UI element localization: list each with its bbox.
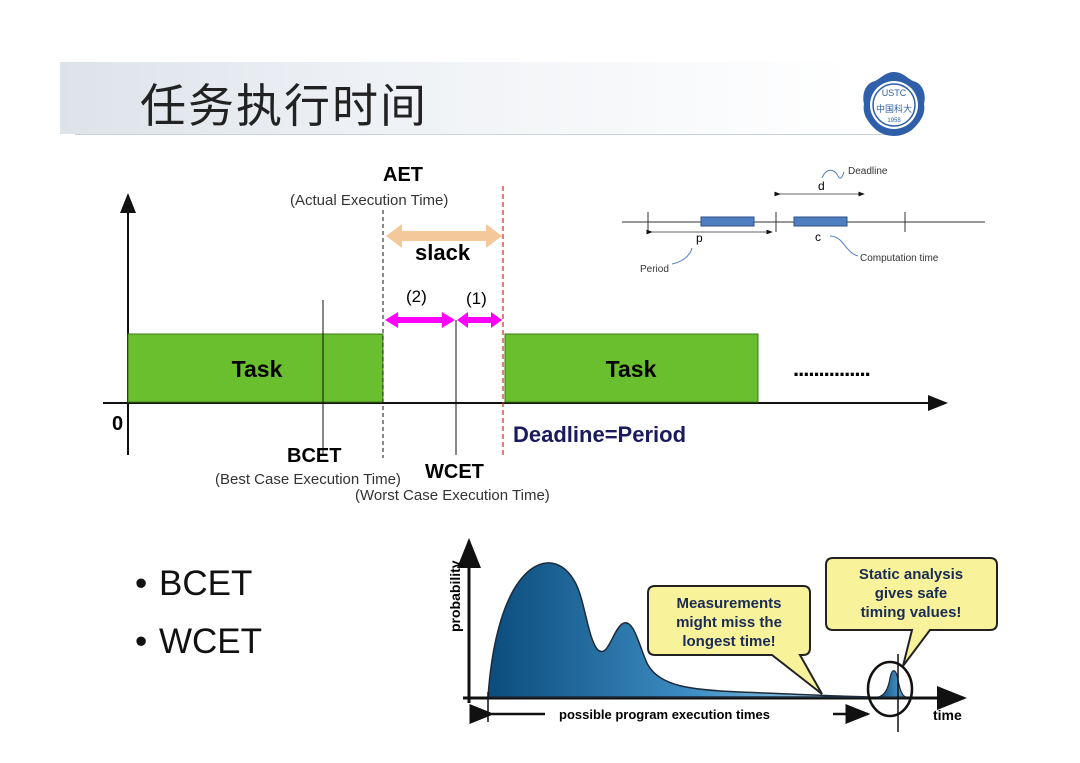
measurement-callout-line-1: Measurements — [676, 595, 781, 612]
static-callout-line-1: Static analysis — [859, 566, 963, 583]
task-block-right — [504, 333, 759, 403]
bcet-full-label: (Best Case Execution Time) — [215, 471, 401, 488]
title-divider — [75, 134, 895, 135]
period-diagram: d Deadline p c Period Computation time — [622, 166, 985, 275]
wcet-full-label: (Worst Case Execution Time) — [355, 487, 550, 504]
range-label: possible program execution times — [559, 707, 770, 722]
computation-block-2 — [793, 216, 848, 227]
measurement-callout — [647, 585, 823, 695]
computation-pointer-curve — [829, 235, 859, 257]
computation-time-label: Computation time — [860, 253, 939, 264]
c-label: c — [815, 230, 821, 244]
bullet-item-bcet: •BCET — [135, 564, 253, 603]
svg-text:1958: 1958 — [887, 118, 901, 124]
bullet-item-wcet: •WCET — [135, 622, 263, 661]
slide-title: 任务执行时间 — [140, 79, 428, 133]
static-analysis-callout — [825, 557, 998, 667]
slack-label: slack — [415, 240, 471, 265]
bcet-label: BCET — [287, 445, 341, 467]
title-band — [60, 62, 940, 134]
probability-axis-label: probability — [447, 560, 463, 632]
task-label-right: Task — [606, 356, 657, 382]
slack-segment-1-arrow — [457, 312, 502, 328]
distribution-curve — [487, 562, 871, 698]
bullet-list: •BCET •WCET — [135, 555, 262, 671]
svg-text:中国科大: 中国科大 — [876, 103, 912, 115]
period-mini-label: Period — [640, 264, 669, 275]
aet-full-label: (Actual Execution Time) — [290, 192, 448, 209]
continuation-dots: ............... — [793, 356, 870, 381]
zero-label: 0 — [112, 413, 123, 435]
task-block-left — [127, 333, 384, 403]
execution-time-distribution: probability time possible program execut… — [447, 538, 998, 732]
time-axis-label: time — [933, 707, 962, 723]
label-2: (2) — [406, 287, 427, 306]
aet-label: AET — [383, 164, 423, 186]
wcet-label: WCET — [425, 461, 484, 483]
measurement-callout-line-3: longest time! — [682, 633, 775, 650]
static-callout-line-3: timing values! — [861, 604, 962, 621]
slack-arrow — [386, 224, 502, 248]
deadline-period-label: Deadline=Period — [513, 422, 686, 447]
worst-case-circle — [866, 660, 914, 718]
task-label-left: Task — [232, 356, 283, 382]
measurement-callout-line-2: might miss the — [676, 614, 782, 631]
ustc-logo-icon: USTC 中国科大 1958 — [863, 72, 925, 136]
computation-block-1 — [700, 216, 755, 227]
deadline-mini-label: Deadline — [848, 166, 888, 177]
d-label: d — [818, 179, 825, 193]
p-label: p — [696, 231, 703, 245]
slack-segment-2-arrow — [385, 312, 455, 328]
label-1: (1) — [466, 289, 487, 308]
worst-case-peak — [877, 670, 907, 698]
static-callout-line-2: gives safe — [875, 585, 948, 602]
period-pointer-curve — [671, 247, 693, 265]
deadline-pointer-curve — [821, 169, 845, 179]
svg-text:USTC: USTC — [882, 88, 907, 98]
